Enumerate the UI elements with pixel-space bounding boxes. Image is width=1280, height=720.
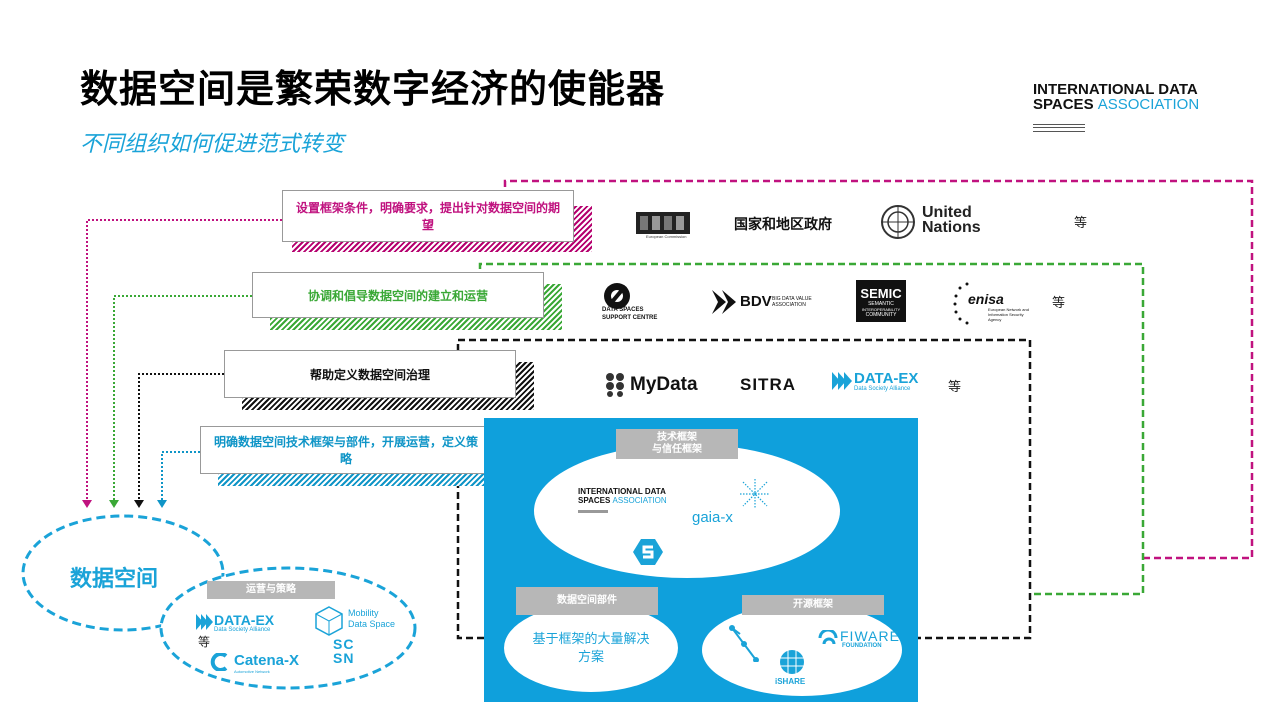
ids-line-2: SPACES ASSOCIATION [578, 496, 667, 505]
dataex-logo-icon [832, 372, 852, 390]
dataex-logo-text: DATA-EX [854, 370, 919, 387]
dssc-line-2: SUPPORT CENTRE [602, 315, 658, 321]
tier3-etc: 等 [948, 380, 962, 395]
ids-line-1: INTERNATIONAL DATA [578, 487, 666, 496]
catenax-logo-sub: Automotive Network [234, 669, 270, 674]
bdv-logo-sub: BIG DATA VALUE ASSOCIATION [772, 296, 812, 308]
dssc-logo-icon [602, 282, 632, 310]
sitra-logo-text: SITRA [740, 375, 796, 394]
mobility-line-2: Data Space [348, 619, 396, 629]
fiware-icon [818, 628, 838, 646]
brand-accent-word: ASSOCIATION [1097, 96, 1200, 113]
eu-commission-logo: European Commission [634, 208, 692, 242]
ids-word: SPACES [578, 496, 613, 505]
dataex-small-icon [196, 614, 214, 630]
national-governments-label: 国家和地区政府 [734, 217, 832, 233]
opensource-tag: 开源框架 [742, 595, 884, 615]
brand-line-1: INTERNATIONAL DATA [1033, 81, 1198, 98]
green-connector [113, 295, 252, 500]
mobility-line-1: Mobility [348, 608, 379, 618]
ids-underline-icon [578, 510, 608, 513]
catenax-logo-text: Catena-X [234, 652, 300, 669]
catenax-icon [208, 652, 230, 672]
green-frame [478, 262, 1145, 596]
tier2-etc: 等 [1052, 296, 1066, 311]
magenta-frame [503, 179, 1254, 560]
magenta-connector [86, 219, 282, 500]
black-arrowhead [134, 500, 144, 508]
gaiax-logo-text: gaia-x [692, 509, 733, 526]
enisa-logo-sub: European Network and Information Securit… [988, 307, 1029, 322]
dataex-small-sub: Data Society Alliance [214, 627, 271, 633]
bdv-logo-text: BDV [740, 293, 772, 310]
semic-sub-1: SEMANTIC [868, 301, 894, 307]
black-frame-bottom [456, 470, 484, 640]
ishare-logo-text: iSHARE [775, 677, 806, 686]
role-label-technical-framework: 明确数据空间技术框架与部件，开展运营，定义策略 [200, 426, 492, 474]
ids-accent: ASSOCIATION [612, 496, 667, 505]
un-logo-text: United Nations [922, 204, 981, 236]
magenta-arrowhead [82, 500, 92, 508]
dataex-small-text: DATA-EX [214, 612, 275, 628]
mobility-polyhedron-icon [314, 606, 344, 636]
fiware-logo-sub: FOUNDATION [842, 643, 882, 649]
blue-arrowhead [157, 500, 167, 508]
components-text: 基于框架的大量解决方案 [532, 632, 650, 665]
fiware-logo-text: FIWARE [840, 628, 900, 644]
triangle-network-icon [728, 624, 760, 663]
bdv-logo-icon [712, 290, 738, 314]
un-line-1: United [922, 204, 972, 221]
black-connector [138, 373, 224, 500]
scsn-logo: SC SN [333, 637, 354, 665]
components-ellipse [504, 604, 678, 692]
semic-sub-3: COMMUNITY [865, 312, 897, 318]
eu-building-icon [636, 212, 690, 234]
dataspace-label: 数据空间 [70, 567, 159, 592]
semic-title: SEMIC [860, 286, 902, 301]
ishare-globe-icon [779, 649, 805, 675]
semic-sub-2: INTEROPERABILITY [861, 307, 901, 312]
semic-logo: SEMIC SEMANTIC INTEROPERABILITY COMMUNIT… [856, 280, 906, 322]
un-line-2: Nations [922, 219, 981, 236]
dataspace-etc: 等 [198, 635, 211, 649]
idsa-brand-logo: INTERNATIONAL DATA SPACES ASSOCIATION [1033, 82, 1199, 112]
dataex-logo-sub: Data Society Alliance [854, 386, 911, 392]
scsn-line-1: SC [333, 636, 355, 652]
mobility-logo-text: Mobility Data Space [348, 608, 395, 630]
enisa-stars-icon [952, 280, 982, 326]
blue-connector [161, 451, 200, 500]
brand-line-2: SPACES ASSOCIATION [1033, 97, 1199, 112]
page-subtitle: 不同组织如何促进范式转变 [80, 132, 345, 157]
role-label-governance: 帮助定义数据空间治理 [224, 350, 516, 398]
components-tag: 数据空间部件 [516, 587, 658, 615]
role-label-framework-conditions: 设置框架条件，明确要求，提出针对数据空间的期望 [282, 190, 574, 242]
ids-logo: INTERNATIONAL DATA SPACES ASSOCIATION [578, 487, 667, 505]
ops-policy-tag: 运营与策略 [207, 581, 335, 599]
opensource-ellipse [702, 604, 902, 696]
sovity-logo-icon [633, 539, 663, 565]
un-emblem-icon [880, 204, 916, 240]
eu-caption: European Commission [646, 234, 687, 239]
brand-word: SPACES [1033, 96, 1098, 113]
page-title: 数据空间是繁荣数字经济的使能器 [80, 67, 666, 111]
dssc-logo-text: DATA SPACES SUPPORT CENTRE [602, 306, 657, 322]
scsn-line-2: SN [333, 650, 355, 666]
role-label-coordinate-advocate: 协调和倡导数据空间的建立和运营 [252, 272, 544, 318]
brand-lines-icon [1033, 124, 1085, 132]
tier1-etc: 等 [1074, 216, 1088, 231]
dataspace-outer-ellipse [21, 514, 225, 632]
dssc-line-1: DATA SPACES [602, 307, 644, 313]
mydata-logo-icon [604, 372, 626, 398]
gaiax-star-icon [740, 479, 770, 509]
tech-framework-tag: 技术框架 与信任框架 [616, 429, 738, 459]
green-arrowhead [109, 500, 119, 508]
enisa-logo-text: enisa [968, 291, 1004, 307]
mydata-logo-text: MyData [630, 374, 698, 395]
